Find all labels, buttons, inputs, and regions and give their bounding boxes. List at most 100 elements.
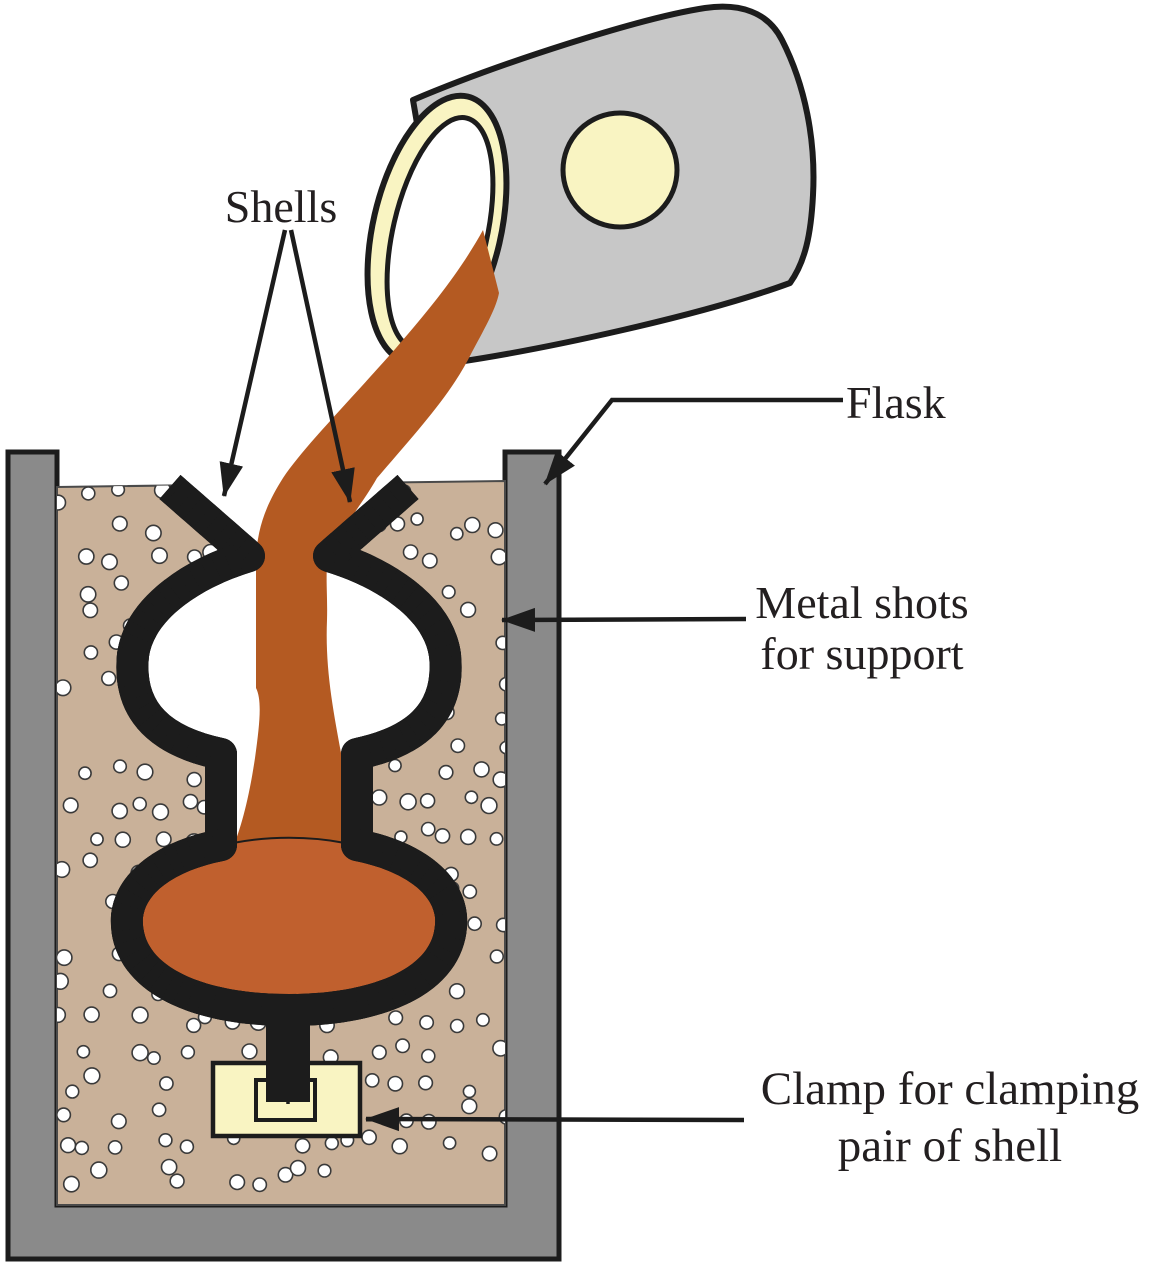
metal-shot-dot	[487, 521, 504, 539]
metal-shot-dot	[499, 740, 505, 755]
labels: Shells Flask Metal shots for support Cla…	[225, 181, 1140, 1172]
metal-shot-dot	[252, 1177, 268, 1193]
metal-shot-dot	[448, 982, 466, 1000]
metal-shot-dot	[438, 764, 454, 781]
metal-shot-dot	[449, 526, 464, 541]
flask-label: Flask	[846, 377, 946, 428]
metal-shot-dot	[110, 1113, 127, 1130]
metal-shot-dot	[57, 679, 72, 697]
metal-shot-dot	[82, 852, 99, 869]
metal-shot-dot	[144, 524, 162, 542]
metal-shot-dot	[57, 1107, 72, 1123]
metal-shot-dot	[57, 494, 67, 511]
metal-shot-dot	[419, 792, 436, 809]
metal-shot-dot	[229, 1174, 246, 1191]
leader-lines	[219, 229, 843, 1132]
metal-shot-dot	[186, 771, 202, 788]
metal-shot-dot	[371, 1044, 387, 1060]
metal-shot-dot	[420, 1113, 437, 1130]
metal-shot-dot	[83, 645, 99, 660]
shells-label: Shells	[225, 181, 337, 232]
metal-shot-dot	[294, 1137, 311, 1154]
metal-shot-dot	[317, 1163, 332, 1178]
metal-shot-dot	[387, 1075, 404, 1092]
metal-shot-dot	[418, 1075, 434, 1091]
metal-shot-dot	[490, 548, 505, 566]
clamp-label-line2: pair of shell	[838, 1120, 1063, 1172]
metal-shot-dot	[107, 1140, 123, 1155]
metal-shot-dot	[62, 797, 79, 814]
metal-shot-dot	[132, 796, 147, 812]
metal-shot-dot	[410, 512, 424, 526]
metal-shot-dot	[131, 1006, 149, 1024]
metal-shot-dot	[467, 916, 482, 932]
shell-tails	[266, 1000, 310, 1104]
metal-shot-dot	[76, 1044, 91, 1059]
metal-shot-dot	[449, 1018, 465, 1034]
metal-shot-dot	[158, 1132, 173, 1148]
metal-shot-dot	[495, 917, 505, 933]
metal-shot-dot	[388, 758, 402, 773]
metal-shot-dot	[395, 1038, 411, 1054]
ladle	[364, 3, 817, 366]
metal-shot-dot	[277, 1166, 294, 1183]
metal-shot-dot	[151, 1102, 167, 1118]
metal-shot-dot	[492, 771, 505, 789]
clamp-label-line1: Clamp for clamping	[761, 1063, 1140, 1115]
metal-shot-dot	[83, 1067, 101, 1085]
metal-shot-dot	[57, 1006, 67, 1024]
metal-shot-dot	[113, 575, 130, 591]
metal-shot-dot	[498, 676, 505, 692]
metal-shot-dot	[182, 793, 199, 810]
metal-shot-dot	[100, 670, 117, 687]
metal-shot-dot	[481, 1145, 498, 1162]
metal-shot-dot	[463, 516, 481, 534]
metal-shot-dot	[90, 832, 104, 847]
shells-leader-right	[288, 229, 355, 503]
metal-shot-dot	[462, 1084, 477, 1099]
metal-shot-dot	[464, 790, 479, 805]
metal-shots-leader	[501, 607, 747, 632]
metal-shot-dot	[434, 828, 451, 844]
ladle-side-hole	[560, 110, 680, 230]
metal-shot-dot	[441, 584, 456, 600]
metal-shot-dot	[131, 1043, 149, 1062]
metal-shot-dot	[83, 1006, 100, 1023]
metal-shot-dot	[473, 761, 490, 778]
metal-shot-dot	[77, 548, 95, 565]
metal-shot-dot	[489, 949, 504, 964]
metal-shot-dot	[494, 711, 505, 726]
metal-shot-dot	[492, 1039, 505, 1057]
metal-shot-dot	[461, 1097, 478, 1115]
metal-shot-dot	[74, 1140, 90, 1156]
metal-shot-dot	[391, 1137, 409, 1155]
metal-shot-dot	[489, 831, 504, 846]
metal-shot-dot	[450, 738, 466, 754]
metal-shot-dot	[361, 1129, 377, 1146]
metal-shot-dot	[459, 828, 477, 846]
metal-shot-dot	[459, 601, 477, 618]
metal-shot-dot	[475, 1012, 490, 1027]
metal-shot-dot	[324, 1135, 339, 1151]
metal-shot-dot	[151, 803, 170, 821]
metal-shot-dot	[65, 1084, 80, 1099]
metal-shot-dot	[420, 1048, 436, 1064]
clamp-leader	[365, 1107, 745, 1132]
metal-shot-dot	[57, 949, 73, 967]
metal-shot-dot	[146, 1051, 161, 1066]
metal-shot-dot	[112, 759, 128, 774]
metal-shot-dot	[102, 983, 118, 999]
metal-shot-dot	[186, 1017, 202, 1034]
metal-shot-dot	[289, 1159, 307, 1177]
metal-shots-label-line1: Metal shots	[755, 577, 968, 628]
metal-shot-dot	[169, 1173, 185, 1189]
metal-shot-dot	[136, 763, 154, 781]
metal-shot-dot	[114, 831, 132, 849]
metal-shot-dot	[79, 585, 97, 603]
metal-shot-dot	[101, 553, 119, 571]
metal-shot-dot	[57, 972, 69, 990]
flask-leader	[543, 397, 843, 486]
metal-shot-dot	[82, 602, 99, 619]
molten-metal-stream	[234, 230, 499, 872]
